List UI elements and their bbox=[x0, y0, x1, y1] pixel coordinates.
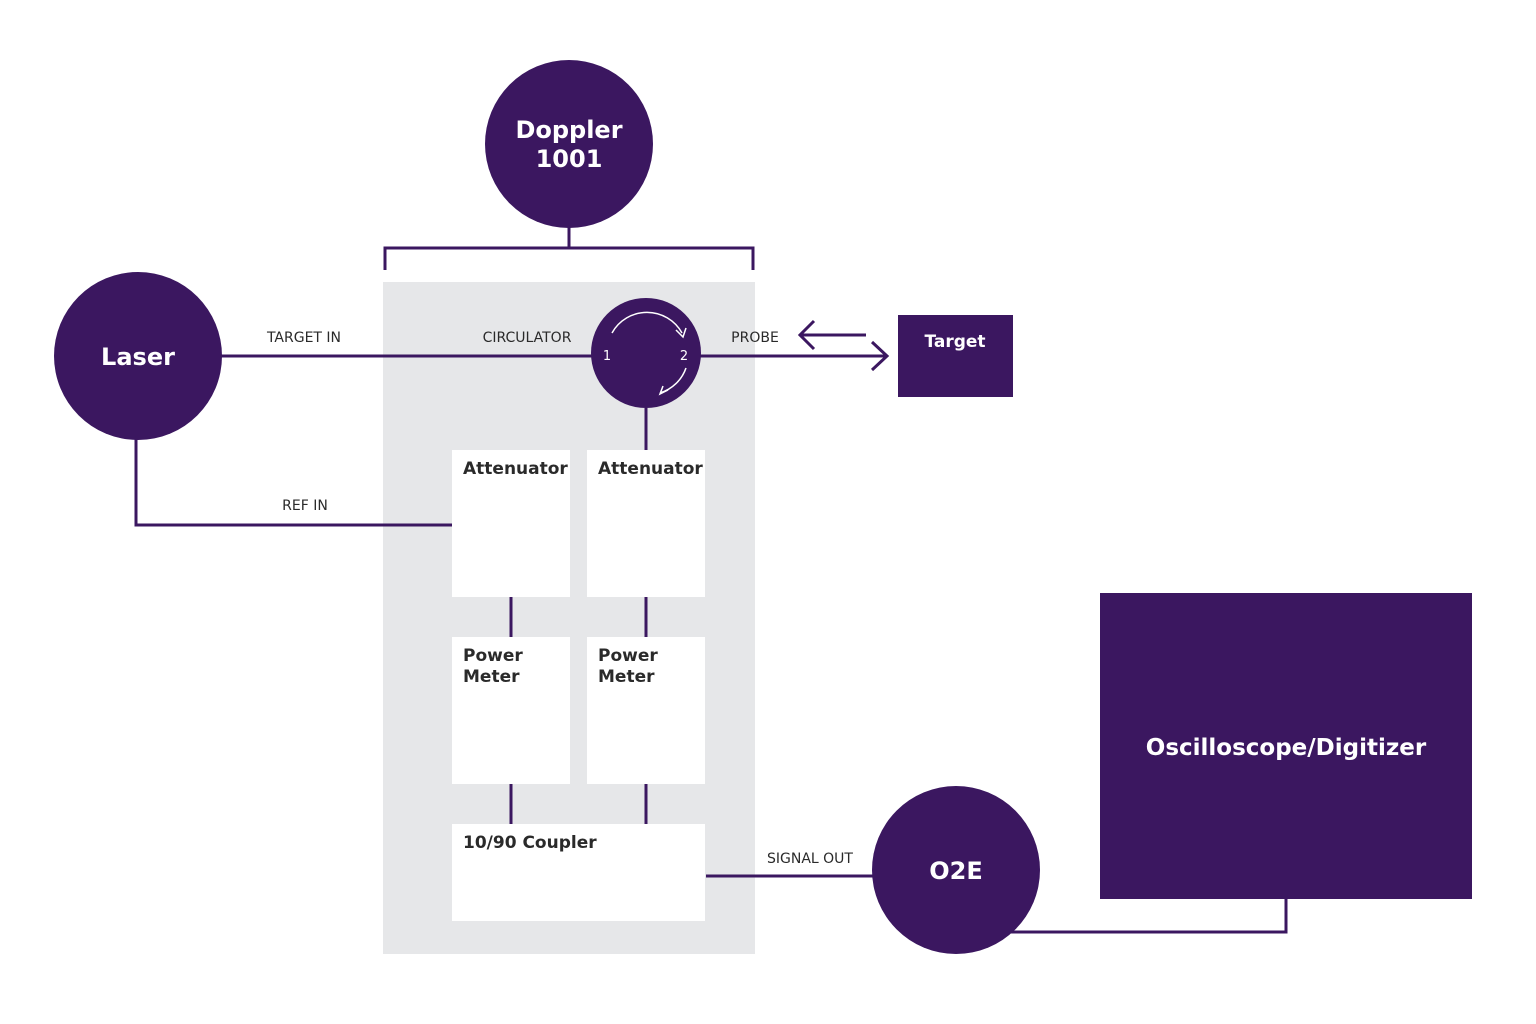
laser-label: Laser bbox=[101, 343, 175, 371]
coupler-label: 10/90 Coupler bbox=[463, 833, 597, 853]
wire-ref-in bbox=[134, 438, 452, 527]
doppler-label-line2: 1001 bbox=[536, 145, 603, 173]
power-meter-right-label-line2: Meter bbox=[598, 667, 655, 687]
ref-in-label: REF IN bbox=[282, 498, 328, 514]
o2e-node bbox=[872, 786, 1040, 954]
power-meter-right-box bbox=[587, 637, 705, 784]
attenuator-right-box bbox=[587, 450, 705, 597]
wire-o2e-oscilloscope bbox=[1010, 899, 1288, 934]
circulator-arrow-top-icon bbox=[611, 311, 683, 334]
probe-return-arrowhead bbox=[797, 319, 816, 351]
power-meter-left-box bbox=[452, 637, 570, 784]
target-label: Target bbox=[924, 332, 985, 352]
oscilloscope-node bbox=[1100, 593, 1472, 899]
power-meter-right-label-line1: Power bbox=[598, 646, 658, 666]
coupler-box bbox=[452, 824, 705, 921]
attenuator-left-label: Attenuator bbox=[463, 459, 568, 479]
circulator-label: CIRCULATOR bbox=[483, 330, 572, 346]
laser-node bbox=[54, 272, 222, 440]
doppler-node bbox=[485, 60, 653, 228]
circulator-port-1: 1 bbox=[603, 349, 611, 364]
attenuator-left-box bbox=[452, 450, 570, 597]
target-node bbox=[898, 315, 1013, 397]
target-in-label: TARGET IN bbox=[266, 330, 341, 346]
circulator-arrowhead-bottom-icon bbox=[658, 385, 669, 396]
attenuator-right-label: Attenuator bbox=[598, 459, 703, 479]
doppler-bracket bbox=[383, 246, 755, 270]
probe-label: PROBE bbox=[731, 330, 779, 346]
circulator-port-2: 2 bbox=[680, 349, 688, 364]
o2e-label: O2E bbox=[929, 857, 983, 885]
oscilloscope-label: Oscilloscope/Digitizer bbox=[1146, 735, 1427, 761]
circulator-node bbox=[591, 298, 701, 408]
probe-out-arrowhead bbox=[870, 340, 890, 372]
doppler-label-line1: Doppler bbox=[515, 116, 622, 144]
power-meter-left-label-line2: Meter bbox=[463, 667, 520, 687]
signal-out-label: SIGNAL OUT bbox=[767, 851, 853, 867]
circulator-arrowhead-top-icon bbox=[675, 327, 687, 339]
power-meter-left-label-line1: Power bbox=[463, 646, 523, 666]
